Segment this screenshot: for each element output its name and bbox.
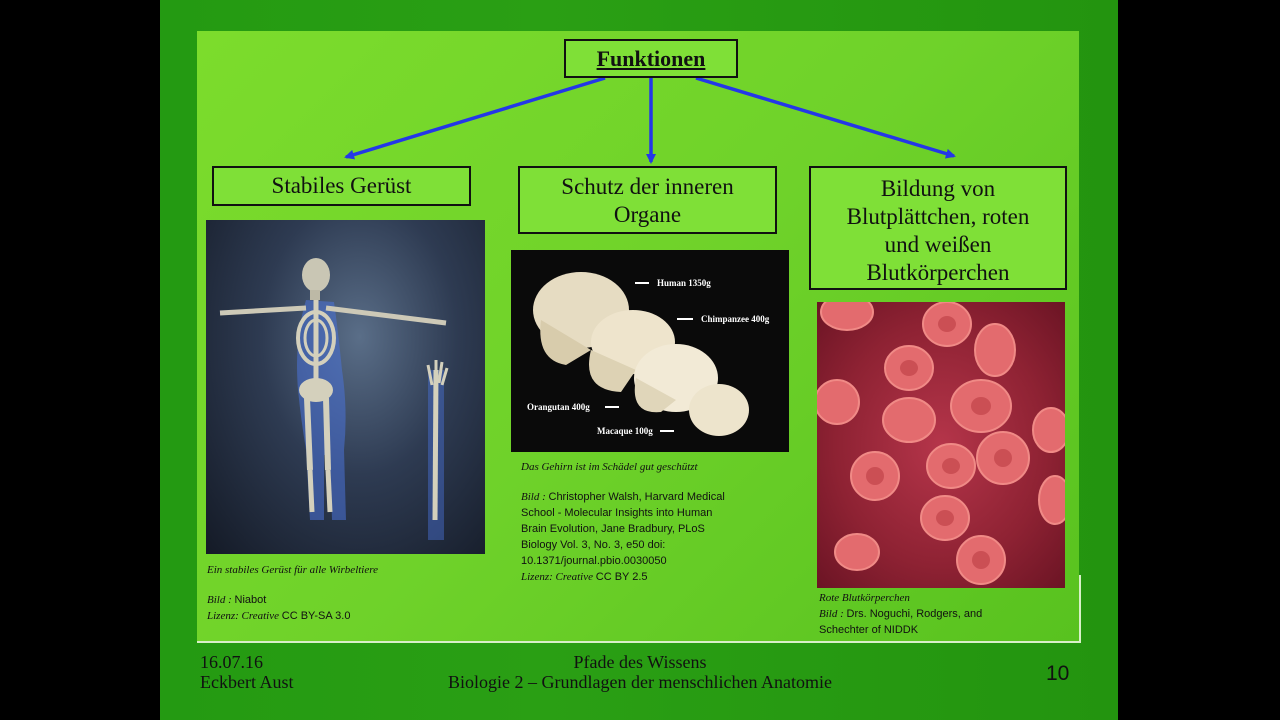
label-orangutan: Orangutan 400g: [527, 402, 590, 412]
blood-caption: Rote Blutkörperchen Bild : Drs. Noguchi,…: [819, 590, 1069, 638]
footer-series: Pfade des Wissens: [573, 652, 707, 672]
slide: Funktionen Stabiles Gerüst Schutz der in…: [160, 0, 1118, 720]
skull-caption: Das Gehirn ist im Schädel gut geschützt …: [521, 459, 791, 585]
skull-caption-title: Das Gehirn ist im Schädel gut geschützt: [521, 461, 698, 473]
footer-date: 16.07.16: [200, 652, 263, 672]
blood-bild-2: Schechter of NIDDK: [819, 624, 919, 636]
skeleton-lizenz-label: Lizenz: Creative: [207, 610, 279, 622]
box-right-line2: Blutplättchen, roten: [846, 204, 1030, 229]
box-right-line1: Bildung von: [880, 176, 996, 201]
footer-left: 16.07.16 Eckbert Aust: [200, 652, 293, 692]
skeleton-caption: Ein stabiles Gerüst für alle Wirbeltiere…: [207, 562, 507, 624]
footer-subtitle: Biologie 2 – Grundlagen der menschlichen…: [448, 672, 832, 692]
box-left-text: Stabiles Gerüst: [271, 173, 412, 198]
box-bildung-blut: Bildung von Blutplättchen, roten und wei…: [809, 166, 1067, 290]
skeleton-image: [206, 220, 485, 554]
blood-cells-image: [817, 302, 1065, 588]
title-text: Funktionen: [596, 46, 706, 71]
skull-bild-3: Brain Evolution, Jane Bradbury, PLoS: [521, 523, 705, 535]
skull-lizenz: CC BY 2.5: [595, 571, 648, 583]
skull-bild-2: School - Molecular Insights into Human: [521, 507, 713, 519]
label-human: Human 1350g: [657, 278, 711, 288]
box-middle-line2: Organe: [613, 202, 682, 227]
skeleton-figure: [219, 258, 449, 540]
title-box: Funktionen: [564, 39, 738, 78]
box-right-line4: Blutkörperchen: [866, 260, 1010, 285]
label-chimp: Chimpanzee 400g: [701, 314, 770, 324]
blood-cells-figure: [817, 302, 1065, 585]
blood-caption-title: Rote Blutkörperchen: [819, 592, 910, 604]
skull-lizenz-label: Lizenz: Creative: [521, 571, 593, 583]
page-number: 10: [1046, 662, 1070, 685]
skull-bild-1: Christopher Walsh, Harvard Medical: [548, 491, 725, 503]
skull-bild-4: Biology Vol. 3, No. 3, e50 doi:: [521, 539, 666, 551]
arrow-left: [344, 76, 606, 160]
arrow-right: [695, 76, 956, 159]
box-middle-line1: Schutz der inneren: [561, 174, 734, 199]
skulls-figure: Human 1350g Chimpanzee 400g Orangutan 40…: [527, 272, 770, 436]
blood-bild-label: Bild :: [819, 608, 844, 620]
skull-bild-5: 10.1371/journal.pbio.0030050: [521, 555, 667, 567]
box-stabiles-geruest: Stabiles Gerüst: [212, 166, 471, 206]
label-macaque: Macaque 100g: [597, 426, 653, 436]
footer-divider: [197, 641, 1081, 643]
skull-image: Human 1350g Chimpanzee 400g Orangutan 40…: [511, 250, 789, 452]
skeleton-bild: Niabot: [234, 594, 267, 606]
box-schutz-organe: Schutz der inneren Organe: [518, 166, 777, 234]
skeleton-lizenz: CC BY-SA 3.0: [281, 610, 351, 622]
skull-bild-label: Bild :: [521, 491, 546, 503]
blood-bild-1: Drs. Noguchi, Rodgers, and: [846, 608, 983, 620]
arrows: [344, 76, 956, 164]
box-right-line3: und weißen: [884, 232, 992, 257]
skeleton-caption-title: Ein stabiles Gerüst für alle Wirbeltiere: [207, 564, 378, 576]
footer-center: Pfade des Wissens Biologie 2 – Grundlage…: [380, 652, 900, 692]
footer-author: Eckbert Aust: [200, 672, 294, 692]
footer-divider-vertical: [1079, 575, 1081, 642]
skeleton-bild-label: Bild :: [207, 594, 232, 606]
